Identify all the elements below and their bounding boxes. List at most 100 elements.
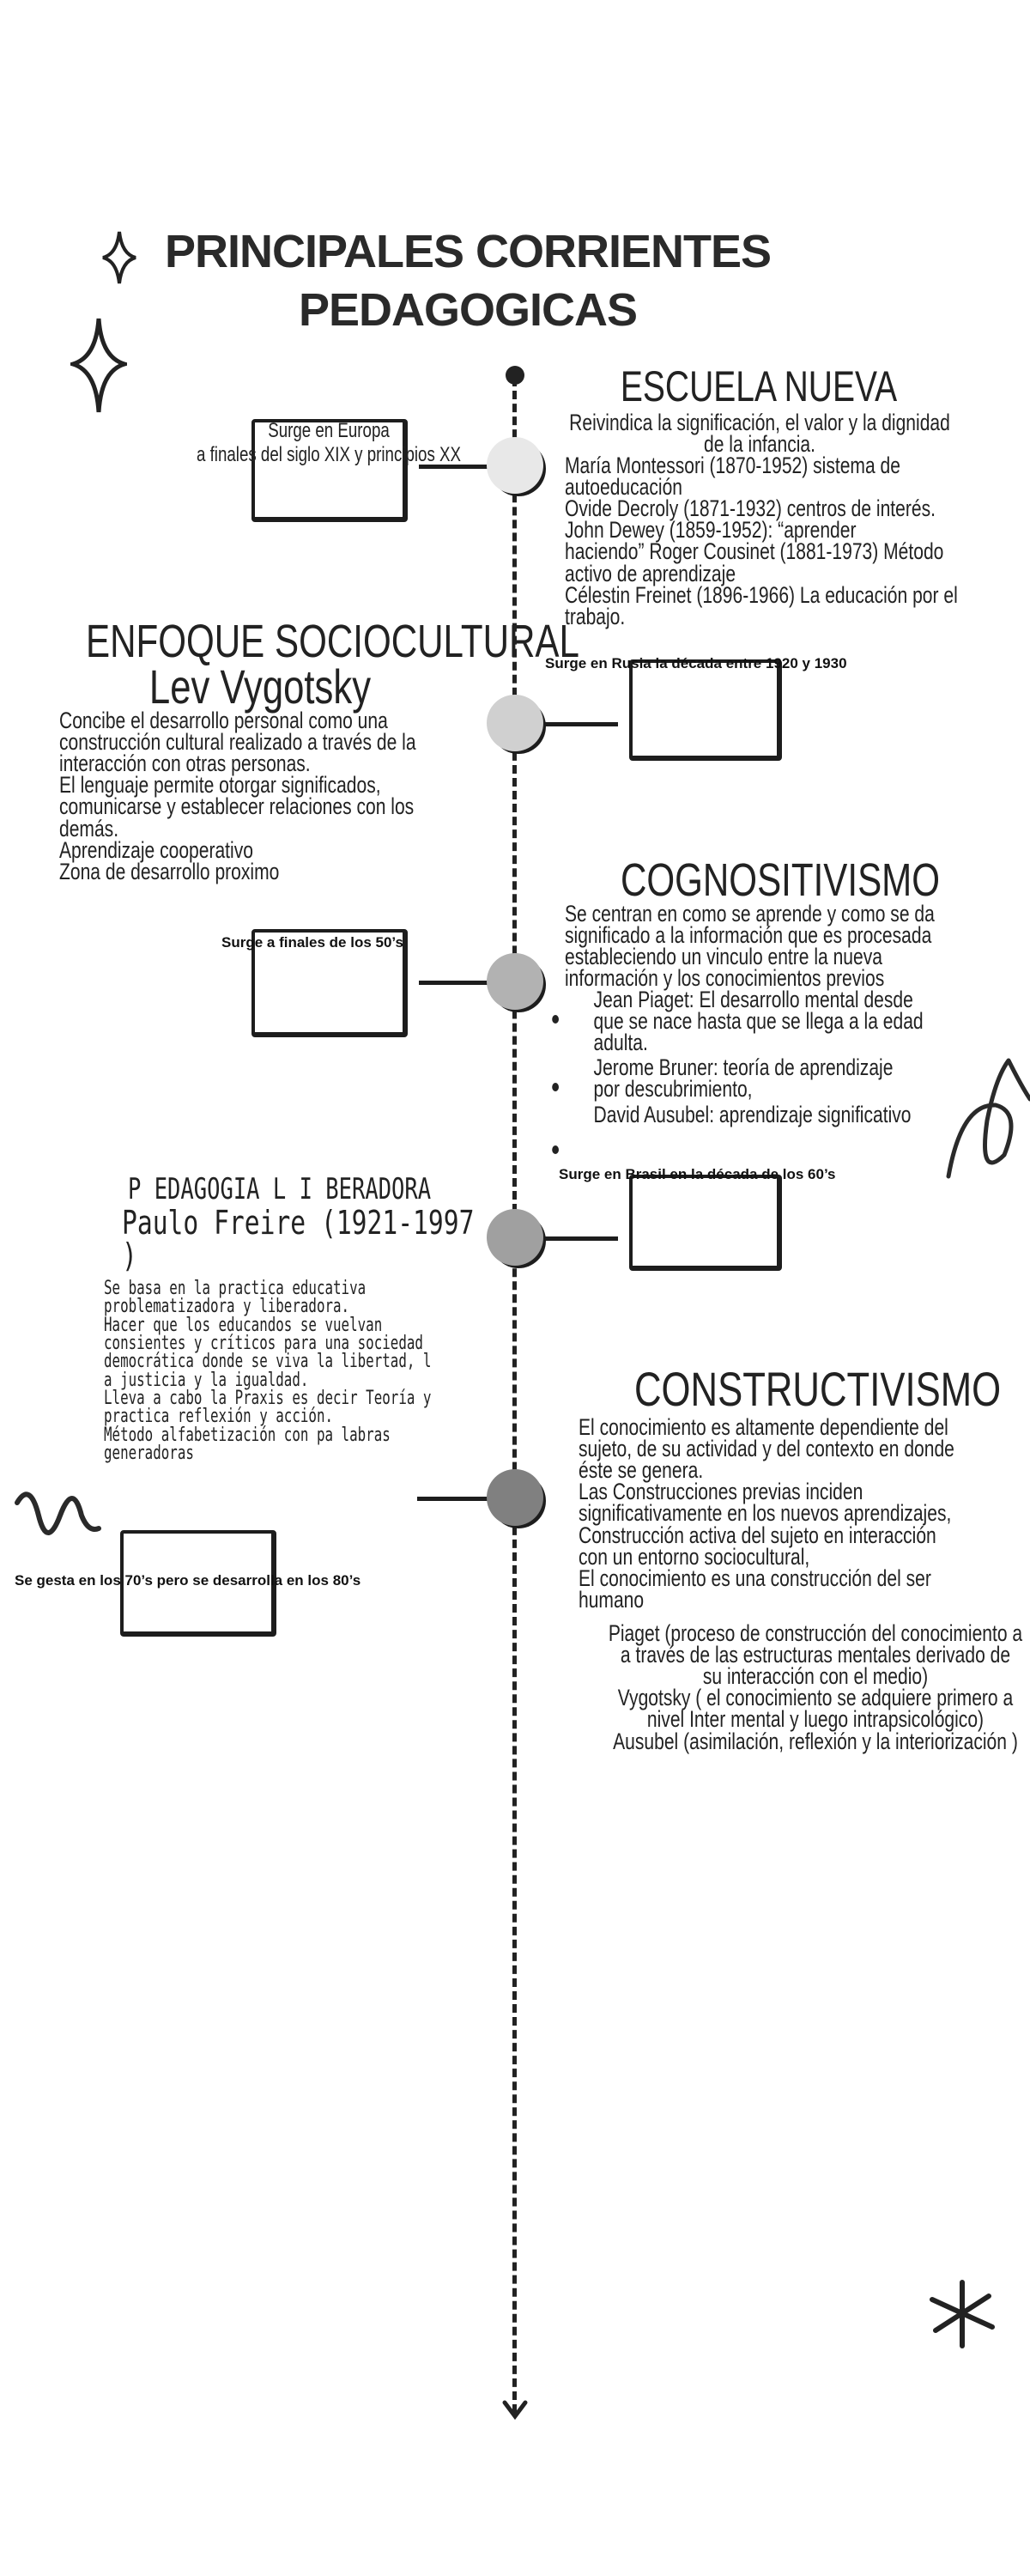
section-title: P EDAGOGIA L I BERADORA — [128, 1172, 432, 1206]
text-line: Hacer que los educandos se vuelvan — [104, 1314, 383, 1336]
bullet-icon — [552, 1083, 559, 1092]
connector — [417, 1497, 489, 1501]
text-line: Lleva a cabo la Praxis es decir Teoría y — [104, 1387, 432, 1409]
text-line: problematizadora y liberadora. — [104, 1296, 350, 1318]
section-intro: Reivindica la significación, el valor y … — [542, 410, 978, 458]
text-line: Método alfabetización con pa labras — [104, 1424, 391, 1446]
timeline-node — [487, 1209, 543, 1266]
text-line: de la infancia. — [704, 431, 815, 458]
origin-label: Surge en Rusia la década entre 1920 y 19… — [545, 655, 847, 671]
origin-label: Se gesta en los 70’s pero se desarrolla … — [15, 1572, 361, 1589]
date-box — [251, 929, 408, 1037]
origin-label: Surge en Brasil en la década de los 60’s — [559, 1166, 836, 1182]
squiggle-decoration — [946, 1058, 1030, 1179]
text-line: sujeto, de su actividad y del contexto e… — [579, 1436, 954, 1462]
page-title-line2: PEDAGOGICAS — [298, 284, 638, 336]
text-line: Zona de desarrollo proximo — [59, 858, 280, 884]
text-line: construcción cultural realizado a través… — [59, 729, 416, 756]
text-line: por descubrimiento, — [593, 1076, 753, 1103]
sparkle-icon — [70, 318, 127, 413]
text-line: adulta. — [593, 1030, 648, 1056]
text-line: David Ausubel: aprendizaje significativo — [593, 1101, 912, 1127]
text-line: Aprendizaje cooperativo — [59, 836, 253, 863]
text-line: consientes y críticos para una sociedad — [104, 1332, 423, 1354]
text-line: comunicarse y establecer relaciones con … — [59, 793, 415, 820]
text-line: Se centran en como se aprende y como se … — [565, 901, 935, 927]
text-line: Piaget (proceso de construcción del cono… — [608, 1620, 1023, 1646]
text-line: Construcción activa del sujeto en intera… — [579, 1522, 936, 1548]
text-line: El lenguaje permite otorgar significados… — [59, 772, 381, 799]
text-line: Paulo Freire (1921-1997 — [122, 1204, 475, 1242]
text-line: éste se genera. — [579, 1457, 704, 1484]
origin-label: a finales del siglo XIX y principios XX — [196, 443, 462, 466]
asterisk-decoration — [930, 2280, 995, 2348]
text-line: nivel Inter mental y luego intrapsicológ… — [646, 1706, 985, 1733]
text-line: Ausubel (asimilación, reflexión y la int… — [613, 1728, 1018, 1754]
text-line: John Dewey (1859-1952): “aprender — [565, 517, 857, 544]
text-line: Las Construcciones previas inciden — [579, 1479, 863, 1505]
origin-label: Surge en Europa — [268, 419, 390, 442]
text-line: ) — [122, 1236, 137, 1274]
text-line: estableciendo un vinculo entre la nueva — [565, 944, 882, 970]
date-box — [120, 1530, 276, 1637]
text-line: Concibe el desarrollo personal como una — [59, 708, 388, 733]
text-line: interacción con otras personas. — [59, 750, 311, 777]
timeline-start-dot — [506, 366, 524, 385]
text-line: significado a la información que es proc… — [565, 922, 932, 949]
section-body: Se centran en como se aprende y como se … — [565, 901, 935, 992]
timeline-node — [487, 1469, 543, 1526]
connector — [541, 722, 618, 726]
section-authors: Piaget (proceso de construcción del cono… — [581, 1620, 1030, 1754]
text-line: El conocimiento es altamente dependiente… — [579, 1414, 948, 1440]
list-item: David Ausubel: aprendizaje significativo — [552, 1101, 924, 1154]
text-line: El conocimiento es una construcción del … — [579, 1564, 931, 1591]
text-line: Ovide Decroly (1871-1932) centros de int… — [565, 495, 936, 522]
text-line: Se basa en la practica educativa — [104, 1278, 367, 1299]
text-line: activo de aprendizaje — [565, 560, 736, 586]
connector — [541, 1236, 618, 1241]
origin-label: Surge a finales de los 50’s — [221, 934, 403, 951]
text-line: Vygotsky ( el conocimiento se adquiere p… — [617, 1685, 1014, 1711]
text-line: a justicia y la igualdad. — [104, 1369, 309, 1391]
text-line: practica reflexión y acción. — [104, 1406, 334, 1428]
page-title-line1: PRINCIPALES CORRIENTES — [164, 226, 772, 277]
section-title: CONSTRUCTIVISMO — [634, 1362, 1002, 1416]
timeline-line — [512, 378, 517, 2413]
text-line: Jerome Bruner: teoría de aprendizaje — [593, 1054, 894, 1081]
bullet-icon — [552, 1145, 559, 1154]
arrow-down-icon — [502, 2400, 528, 2421]
text-line: democrática donde se viva la libertad, l — [104, 1351, 432, 1373]
section-title: ENFOQUE SOCIOCULTURAL — [86, 616, 579, 667]
text-line: autoeducación — [565, 474, 683, 501]
timeline-node — [487, 437, 543, 494]
date-box — [629, 659, 782, 761]
text-line: Reivindica la significación, el valor y … — [569, 410, 950, 435]
sparkle-icon — [102, 231, 136, 284]
text-line: información y los conocimientos previos — [565, 965, 885, 992]
text-line: su interacción con el medio) — [702, 1663, 929, 1690]
date-box — [629, 1175, 782, 1271]
section-title: COGNOSITIVISMO — [620, 854, 941, 906]
squiggle-decoration — [15, 1492, 101, 1535]
text-line: demás. — [59, 815, 119, 841]
connector — [419, 981, 489, 985]
text-line: trabajo. — [565, 603, 626, 629]
text-line: que se nace hasta que se llega a la edad — [593, 1008, 924, 1035]
text-line: generadoras — [104, 1442, 194, 1464]
text-line: haciendo” Roger Cousinet (1881-1973) Mét… — [565, 538, 944, 565]
section-subtitle: Lev Vygotsky — [148, 659, 372, 714]
text-line: con un entorno sociocultural, — [579, 1543, 810, 1570]
text-line: significativamente en los nuevos aprendi… — [579, 1500, 952, 1527]
text-line: a través de las estructuras mentales der… — [620, 1642, 1011, 1668]
section-body: El conocimiento es altamente dependiente… — [579, 1414, 954, 1611]
text-line: Jean Piaget: El desarrollo mental desde — [593, 987, 913, 1012]
timeline-node — [487, 953, 543, 1010]
text-line: Célestin Freinet (1896-1966) La educació… — [565, 581, 958, 608]
connector — [419, 465, 489, 469]
section-title: ESCUELA NUEVA — [620, 362, 898, 410]
